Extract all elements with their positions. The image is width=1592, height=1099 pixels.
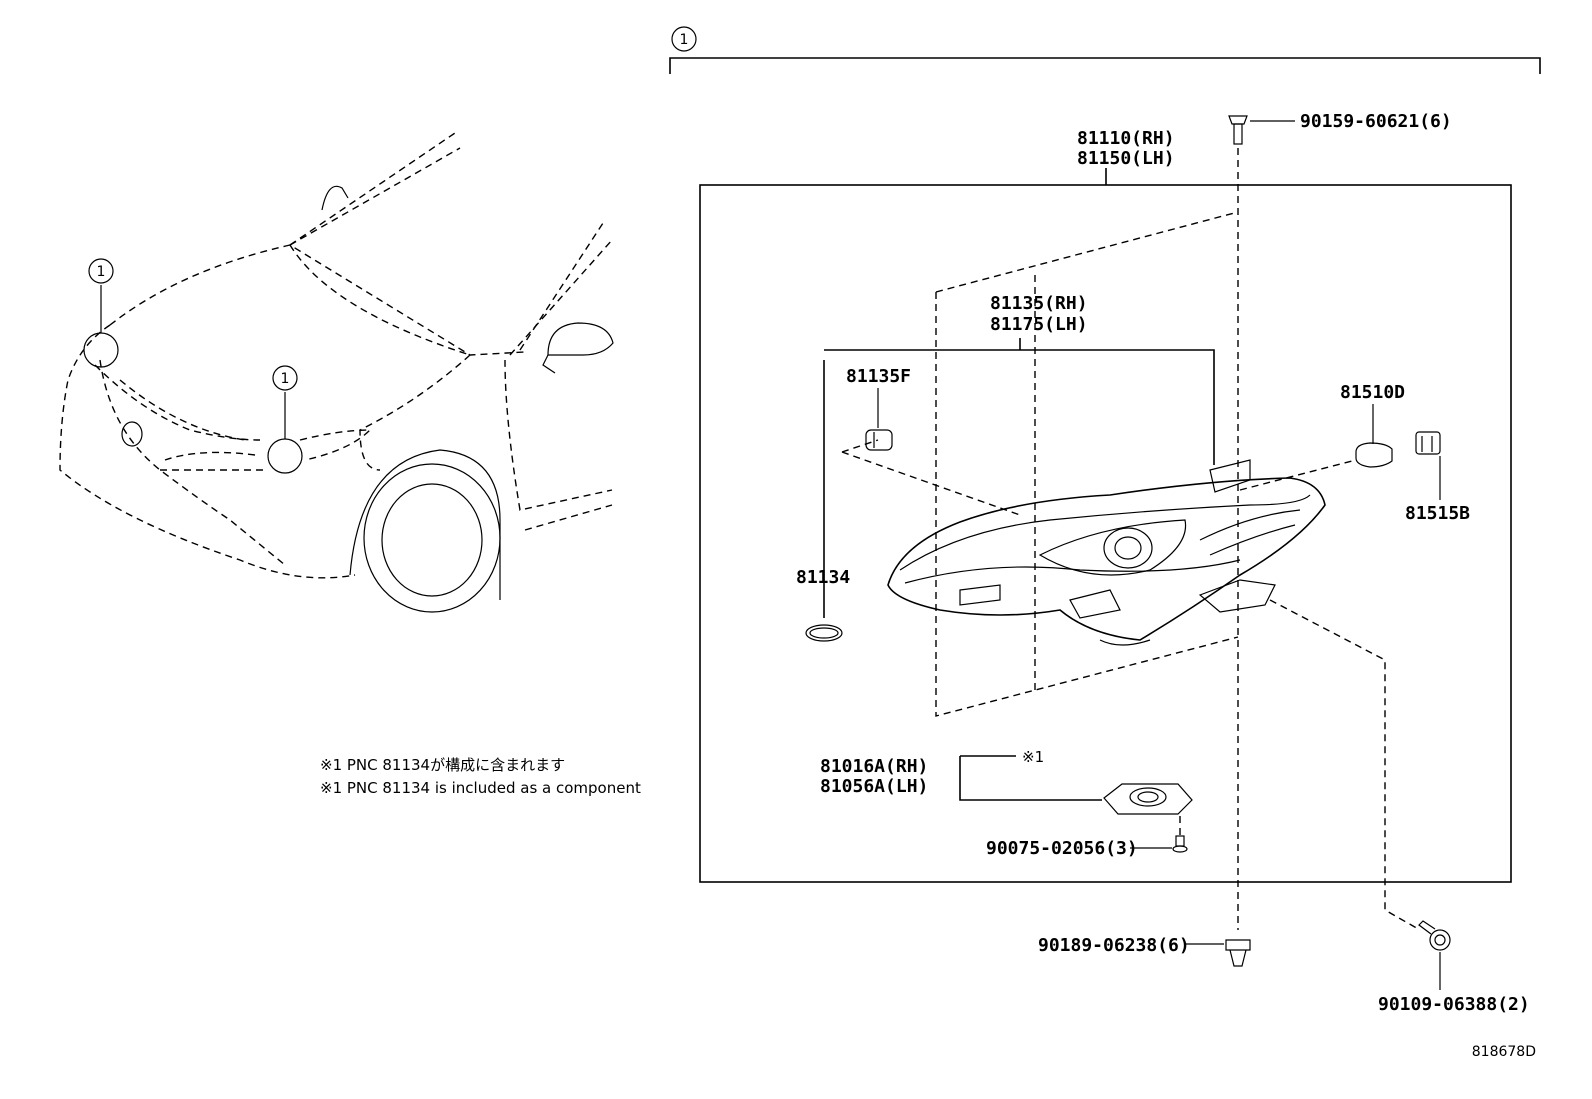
part-label-90189-06238: 90189-06238(6) xyxy=(1038,935,1190,956)
part-label-81175: 81175(LH) xyxy=(990,314,1088,335)
part-label-81016a: 81016A(RH) xyxy=(820,756,928,777)
part-label-90109-06388: 90109-06388(2) xyxy=(1378,994,1530,1015)
note-japanese: ※1 PNC 81134が構成に含まれます xyxy=(320,756,565,774)
part-label-90159-60621: 90159-60621(6) xyxy=(1300,111,1452,132)
o-ring-icon xyxy=(805,624,843,642)
marker-index-label: 1 xyxy=(281,371,290,387)
bulb-icon xyxy=(1355,442,1393,468)
group-bracket: 1 xyxy=(669,26,1541,74)
control-module-icon xyxy=(1103,783,1193,815)
part-label-81135f: 81135F xyxy=(846,366,911,387)
marker-index-label: 1 xyxy=(97,264,106,280)
part-label-81510d: 81510D xyxy=(1340,382,1405,403)
part-label-81056a: 81056A(LH) xyxy=(820,776,928,797)
part-label-81135: 81135(RH) xyxy=(990,293,1088,314)
note-english: ※1 PNC 81134 is included as a component xyxy=(320,779,641,797)
screw-icon xyxy=(1172,835,1188,853)
headlamp-unit-illustration xyxy=(887,459,1326,646)
part-label-81110: 81110(RH) xyxy=(1077,128,1175,149)
bolt-icon xyxy=(1228,115,1248,145)
group-index-label: 1 xyxy=(680,32,689,48)
cap-icon xyxy=(865,429,893,451)
part-label-81515b: 81515B xyxy=(1405,503,1470,524)
diagram-reference-code: 818678D xyxy=(1472,1044,1536,1060)
part-label-81134: 81134 xyxy=(796,567,850,588)
clip-icon xyxy=(1225,939,1251,967)
part-label-90075-02056: 90075-02056(3) xyxy=(986,838,1138,859)
part-label-81150: 81150(LH) xyxy=(1077,148,1175,169)
socket-icon xyxy=(1415,431,1441,455)
flange-bolt-icon xyxy=(1418,920,1451,951)
note-reference-mark: ※1 xyxy=(1022,748,1044,766)
vehicle-front-illustration: 1 1 xyxy=(59,132,614,613)
